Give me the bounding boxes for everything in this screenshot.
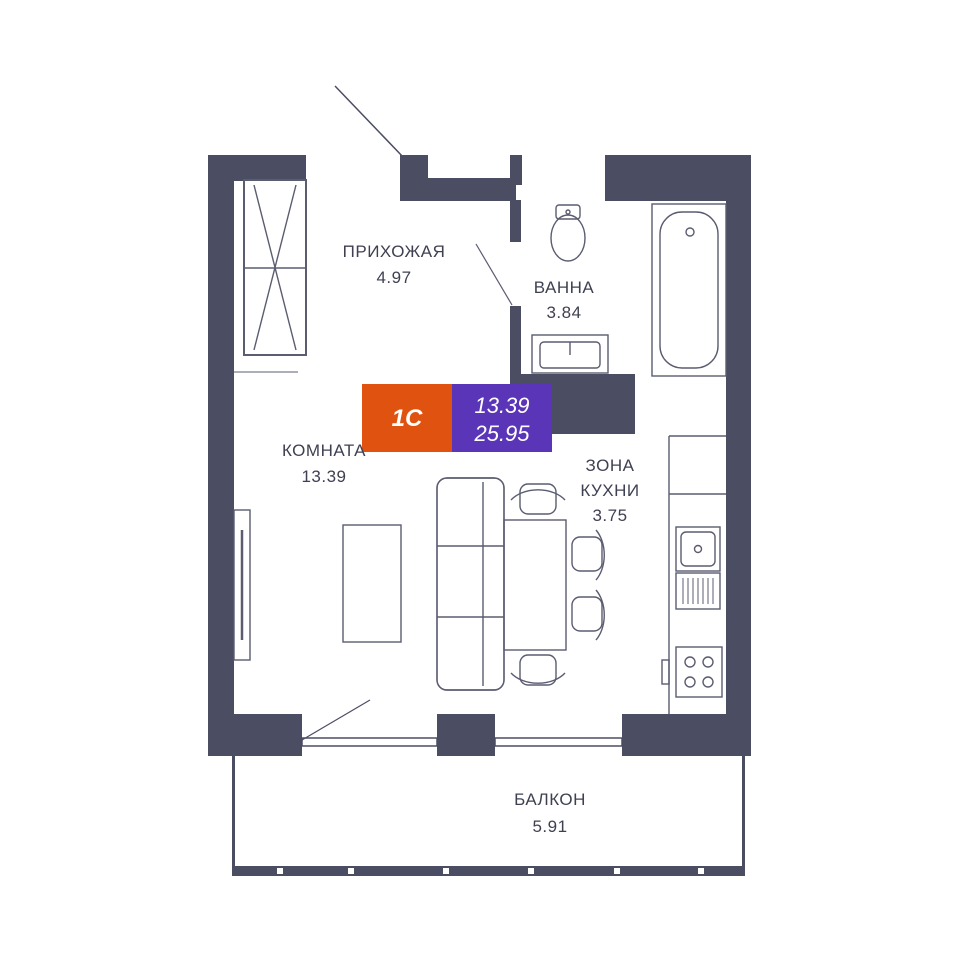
coffee-table bbox=[342, 524, 402, 643]
toilet bbox=[550, 204, 586, 262]
room-labels: ПРИХОЖАЯ 4.97 ВАННА 3.84 КОМНАТА 13.39 З… bbox=[282, 242, 639, 836]
bathroom-area: 3.84 bbox=[546, 303, 581, 322]
plan-type-badge bbox=[362, 384, 452, 452]
room-area: 13.39 bbox=[301, 467, 346, 486]
sofa bbox=[436, 477, 505, 691]
entrance-door-swing bbox=[334, 85, 405, 159]
balcony-door-swing bbox=[301, 699, 371, 741]
kitchen-counter bbox=[668, 435, 726, 714]
balcony-name: БАЛКОН bbox=[514, 790, 586, 809]
drying-rack bbox=[682, 578, 714, 604]
fixtures bbox=[233, 179, 727, 714]
windows bbox=[301, 737, 623, 747]
area-summary-badge bbox=[452, 384, 552, 452]
wardrobe bbox=[243, 179, 307, 356]
total-area-value: 25.95 bbox=[473, 421, 530, 446]
kitchen-area: 3.75 bbox=[592, 506, 627, 525]
hallway-name: ПРИХОЖАЯ bbox=[343, 242, 446, 261]
kitchen-name-line1: ЗОНА bbox=[586, 456, 635, 475]
kitchen-sink bbox=[675, 526, 721, 610]
area-badge: 1С 13.39 25.95 bbox=[362, 384, 552, 452]
balcony-window-gaps bbox=[277, 868, 704, 874]
washbasin bbox=[531, 334, 609, 374]
dining-table bbox=[503, 519, 567, 651]
chairs bbox=[510, 483, 605, 686]
stove bbox=[675, 646, 723, 698]
bathroom-name: ВАННА bbox=[534, 278, 595, 297]
plan-type-label: 1С bbox=[392, 405, 423, 432]
balcony-area: 5.91 bbox=[532, 817, 567, 836]
living-area-value: 13.39 bbox=[474, 393, 529, 418]
kitchen-name-line2: КУХНИ bbox=[580, 481, 639, 500]
room-name: КОМНАТА bbox=[282, 441, 366, 460]
walls bbox=[208, 155, 751, 876]
hallway-area: 4.97 bbox=[376, 268, 411, 287]
bathtub bbox=[651, 203, 727, 377]
radiator bbox=[233, 509, 251, 661]
